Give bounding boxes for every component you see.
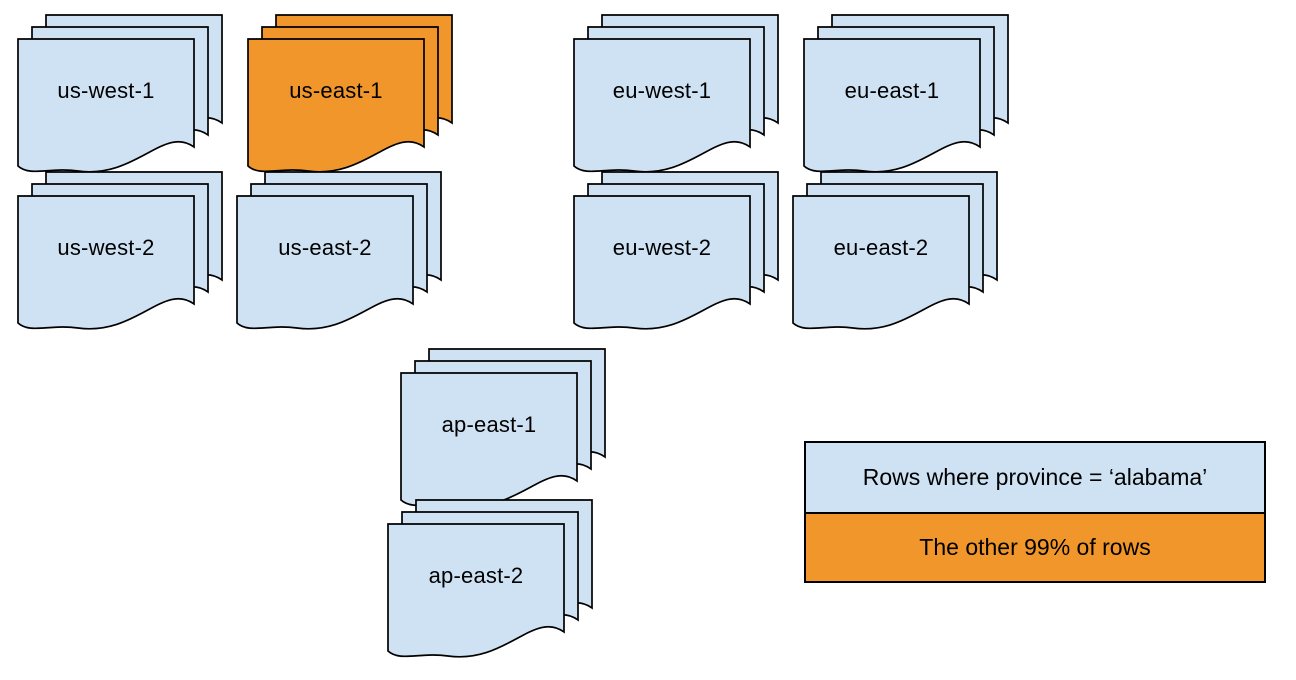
legend-item-label: The other 99% of rows bbox=[919, 534, 1151, 560]
region-stack-us-west-2: us-west-2 bbox=[17, 171, 223, 334]
region-label: ap-east-1 bbox=[441, 412, 537, 437]
region-label: eu-east-2 bbox=[833, 235, 929, 260]
region-stack-eu-west-1: eu-west-1 bbox=[573, 14, 779, 177]
region-label: ap-east-2 bbox=[428, 563, 524, 588]
region-label: eu-west-2 bbox=[612, 235, 712, 260]
region-label: us-west-1 bbox=[57, 78, 155, 103]
region-stack-us-east-1: us-east-1 bbox=[247, 14, 453, 177]
region-label: eu-west-1 bbox=[612, 78, 712, 103]
region-stack-us-east-2: us-east-2 bbox=[236, 171, 442, 334]
region-label: us-west-2 bbox=[57, 235, 155, 260]
legend-item-alabama-rows: Rows where province = ‘alabama’ bbox=[806, 443, 1264, 512]
region-stack-ap-east-1: ap-east-1 bbox=[400, 348, 606, 511]
legend: Rows where province = ‘alabama’ The othe… bbox=[804, 441, 1266, 583]
region-stack-eu-east-2: eu-east-2 bbox=[792, 171, 998, 334]
region-stack-ap-east-2: ap-east-2 bbox=[387, 499, 593, 662]
region-label: eu-east-1 bbox=[844, 78, 940, 103]
legend-item-other-rows: The other 99% of rows bbox=[806, 512, 1264, 581]
region-label: us-east-1 bbox=[289, 78, 383, 103]
region-stack-eu-east-1: eu-east-1 bbox=[803, 14, 1009, 177]
region-label: us-east-2 bbox=[278, 235, 372, 260]
legend-item-label: Rows where province = ‘alabama’ bbox=[862, 464, 1208, 490]
region-stack-eu-west-2: eu-west-2 bbox=[573, 171, 779, 334]
region-stack-us-west-1: us-west-1 bbox=[17, 14, 223, 177]
